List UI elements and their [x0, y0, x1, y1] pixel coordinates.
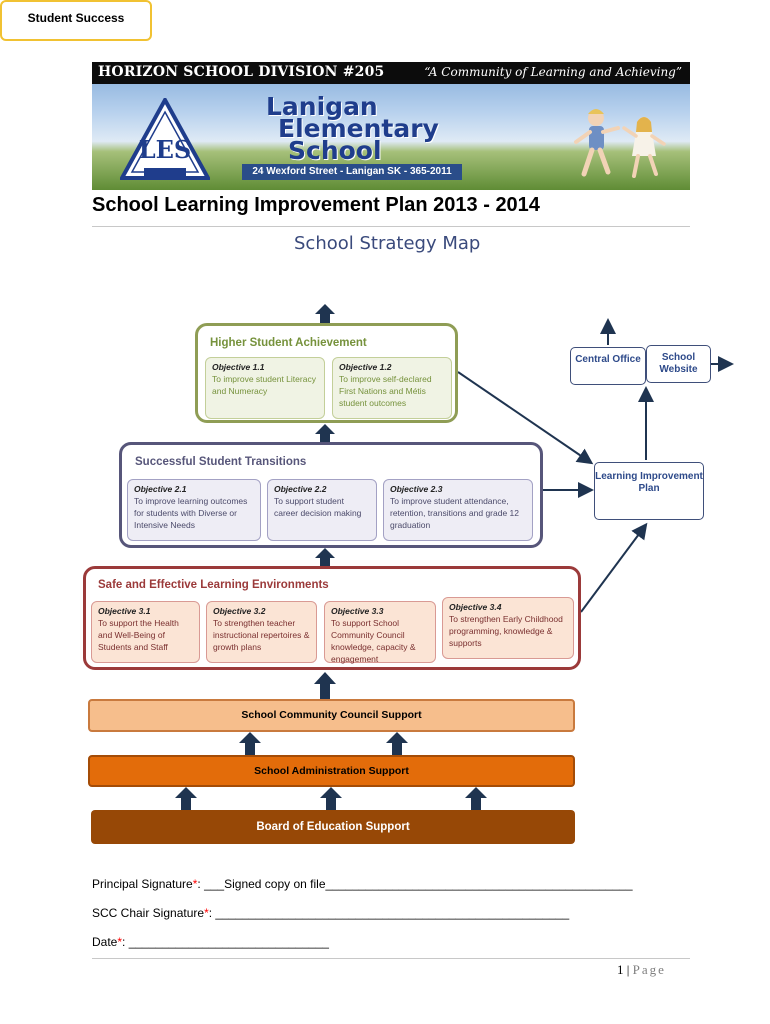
footer-divider [92, 958, 690, 959]
banner-top-bar: HORIZON SCHOOL DIVISION #205 “A Communit… [92, 62, 690, 84]
scc-chair-signature-value: ________________________________________… [215, 906, 570, 920]
learning-improvement-plan-box: Learning Improvement Plan [594, 462, 704, 520]
scc-chair-signature-line: SCC Chair Signature*: __________________… [92, 906, 569, 920]
label-separator: : [208, 906, 216, 920]
admin-support-bar: School Administration Support [88, 755, 575, 787]
objective-card: Objective 2.2 To support student career … [267, 479, 377, 541]
objective-text: To support student career decision makin… [274, 496, 362, 518]
school-name-line-3: School [288, 136, 382, 165]
objective-card: Objective 2.3 To improve student attenda… [383, 479, 533, 541]
objective-text: To improve student Literacy and Numeracy [212, 374, 316, 396]
date-value: ______________________________ [128, 935, 329, 949]
school-name-line-1: Lanigan [266, 92, 378, 121]
objective-card: Objective 2.1 To improve learning outcom… [127, 479, 261, 541]
school-logo-icon: LES [120, 98, 210, 180]
school-address: 24 Wexford Street - Lanigan SK - 365-201… [242, 164, 462, 180]
school-name-line-2: Elementary [278, 114, 439, 143]
objective-label: Objective 3.2 [213, 606, 266, 616]
division-motto: “A Community of Learning and Achieving” [424, 65, 682, 79]
objective-text: To improve student attendance, retention… [390, 496, 520, 530]
school-website-box: School Website [646, 345, 711, 383]
label-separator: : [122, 935, 129, 949]
required-mark: * [117, 935, 123, 949]
student-success-box: Student Success [0, 0, 152, 41]
title-divider [92, 226, 690, 227]
objective-card: Objective 3.1 To support the Health and … [91, 601, 200, 663]
principal-signature-line: Principal Signature*: ___Signed copy on … [92, 877, 633, 891]
objective-text: To strengthen teacher instructional repe… [213, 618, 310, 652]
strategy-map-title: School Strategy Map [294, 233, 481, 254]
objective-label: Objective 3.1 [98, 606, 151, 616]
header-banner: HORIZON SCHOOL DIVISION #205 “A Communit… [92, 62, 690, 190]
division-name: HORIZON SCHOOL DIVISION #205 [98, 64, 385, 80]
page-footer: 1 | Page [617, 962, 666, 978]
page-title: School Learning Improvement Plan 2013 - … [92, 194, 540, 216]
objective-text: To improve learning outcomes for student… [134, 496, 248, 530]
objective-text: To support School Community Council know… [331, 618, 416, 664]
objective-label: Objective 1.1 [212, 362, 265, 372]
board-support-bar: Board of Education Support [91, 810, 575, 844]
principal-signature-label: Principal Signature [92, 877, 193, 891]
central-office-box: Central Office [570, 347, 646, 385]
required-mark: * [204, 906, 209, 920]
objective-label: Objective 2.2 [274, 484, 327, 494]
transitions-title: Successful Student Transitions [135, 456, 307, 468]
objective-text: To strengthen Early Childhood programmin… [449, 614, 563, 648]
objective-label: Objective 3.3 [331, 606, 384, 616]
objective-text: To support the Health and Well-Being of … [98, 618, 179, 652]
label-separator: : [197, 877, 205, 891]
page-word: Page [632, 962, 666, 977]
objective-text: To improve self-declared First Nations a… [339, 374, 432, 408]
higher-achievement-box: Higher Student Achievement Objective 1.1… [195, 323, 458, 423]
transitions-box: Successful Student Transitions Objective… [119, 442, 543, 548]
objective-label: Objective 3.4 [449, 602, 502, 612]
objective-label: Objective 1.2 [339, 362, 392, 372]
scc-chair-signature-label: SCC Chair Signature [92, 906, 205, 920]
safe-environments-title: Safe and Effective Learning Environments [98, 579, 329, 591]
safe-environments-box: Safe and Effective Learning Environments… [83, 566, 581, 670]
scc-support-bar: School Community Council Support [88, 699, 575, 732]
higher-achievement-title: Higher Student Achievement [210, 337, 367, 349]
date-label: Date [92, 935, 118, 949]
children-running-icon [574, 109, 666, 178]
objective-card: Objective 3.4 To strengthen Early Childh… [442, 597, 574, 659]
objective-card: Objective 3.3 To support School Communit… [324, 601, 436, 664]
page-divider: | [623, 962, 633, 977]
principal-signature-value: ___Signed copy on file__________________… [204, 877, 633, 891]
date-line: Date*: ______________________________ [92, 935, 329, 949]
svg-text:LES: LES [139, 135, 192, 164]
objective-card: Objective 3.2 To strengthen teacher inst… [206, 601, 317, 663]
objective-label: Objective 2.1 [134, 484, 187, 494]
up-arrow-icon [175, 304, 487, 810]
page-number: 1 [617, 962, 624, 977]
required-mark: * [192, 877, 198, 891]
objective-label: Objective 2.3 [390, 484, 443, 494]
objective-card: Objective 1.1 To improve student Literac… [205, 357, 325, 419]
objective-card: Objective 1.2 To improve self-declared F… [332, 357, 452, 419]
